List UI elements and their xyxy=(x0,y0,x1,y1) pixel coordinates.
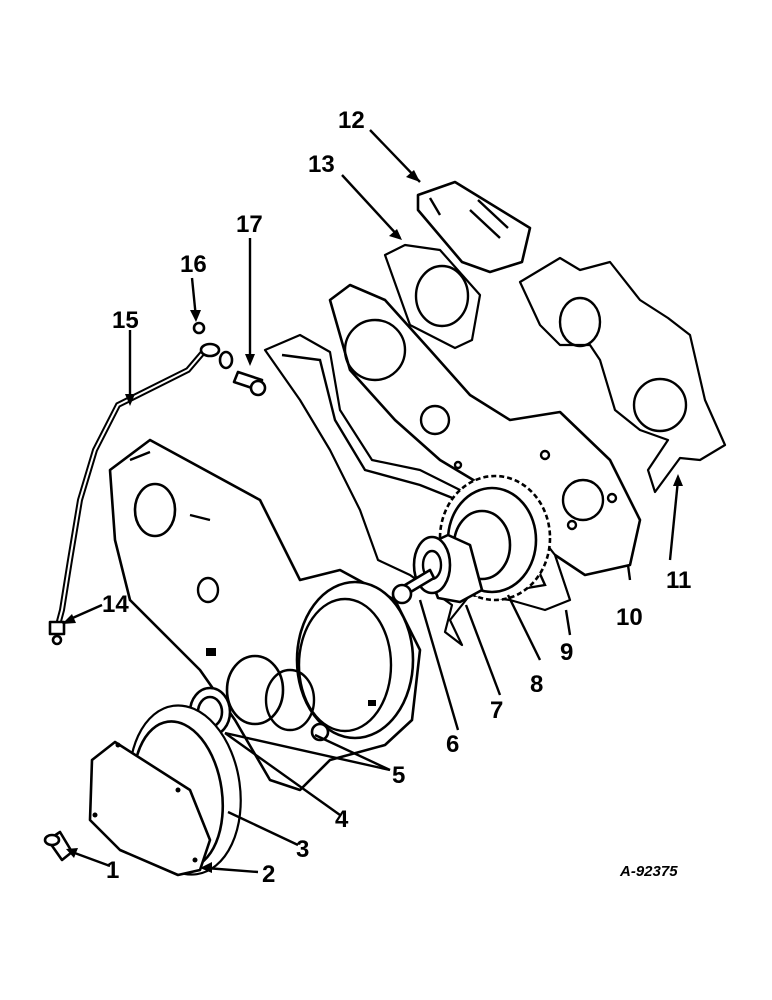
part-11-gasket xyxy=(518,256,727,494)
callout-2: 2 xyxy=(262,861,275,888)
part-10-front-plate xyxy=(328,283,642,577)
callout-4: 4 xyxy=(335,806,349,833)
callout-6: 6 xyxy=(446,731,459,758)
callout-1: 1 xyxy=(106,857,119,884)
callout-15: 15 xyxy=(112,307,139,334)
callout-3: 3 xyxy=(296,836,309,863)
part-2-cover xyxy=(88,740,212,877)
figure-id: A-92375 xyxy=(619,863,678,880)
timing-gear-cover xyxy=(108,438,422,792)
callout-13: 13 xyxy=(308,151,335,178)
callout-11: 11 xyxy=(666,567,691,594)
part-12-cover-plate xyxy=(416,180,532,274)
callout-16: 16 xyxy=(180,251,207,278)
part-14-fitting xyxy=(48,620,66,646)
callout-7: 7 xyxy=(490,697,503,724)
part-17-bolt xyxy=(232,370,267,397)
callout-10: 10 xyxy=(616,604,643,631)
callout-5: 5 xyxy=(392,762,405,789)
part-7-hub xyxy=(412,533,484,604)
callout-12: 12 xyxy=(338,107,365,134)
part-1-bolt xyxy=(43,830,74,862)
part-6-bolt xyxy=(391,568,436,605)
callout-9: 9 xyxy=(560,639,573,666)
part-15-tube xyxy=(55,347,208,628)
leader-lines xyxy=(62,129,683,874)
callout-labels: 1 2 3 4 5 6 7 8 9 10 11 12 13 14 15 16 1… xyxy=(102,107,691,888)
part-13-gasket xyxy=(383,243,482,350)
callout-17: 17 xyxy=(236,211,263,238)
part-16-washer xyxy=(192,321,234,370)
callout-8: 8 xyxy=(530,671,543,698)
callout-14: 14 xyxy=(102,591,129,618)
